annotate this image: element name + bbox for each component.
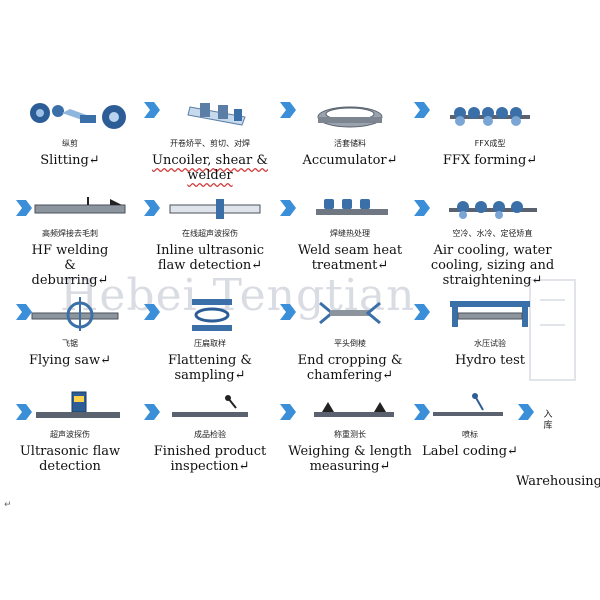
step-en-label: HF welding & deburring↵	[31, 243, 109, 288]
ffx-forming-icon	[450, 107, 530, 126]
step-hf-welding: 高频焊接去毛刺 HF welding & deburring↵	[5, 195, 135, 288]
step-en-label: Flattening & sampling↵	[168, 353, 252, 383]
step-cn-label: 入库	[543, 410, 553, 431]
slitting-machine-icon	[30, 103, 126, 129]
label-coding-icon	[433, 393, 503, 416]
step-cn-label: 喷标	[462, 430, 478, 439]
inline-ultrasonic-icon	[169, 199, 261, 219]
step-cn-label: 压扁取样	[194, 339, 226, 348]
flow-arrow-icon	[16, 304, 32, 320]
step-warehousing-cn: 入库	[538, 410, 558, 432]
step-en-label: End cropping & chamfering↵	[297, 353, 403, 383]
step-en-label: Label coding↵	[422, 444, 518, 459]
step-hydro-test: 水压试验 Hydro test	[425, 295, 555, 368]
step-weld-heat-treatment: 焊缝热处理 Weld seam heat treatment↵	[285, 195, 415, 273]
step-flattening: 压扁取样 Flattening & sampling↵	[145, 295, 275, 383]
flow-arrow-icon	[144, 404, 160, 420]
flattening-icon	[192, 299, 232, 331]
hydro-test-icon	[450, 301, 530, 327]
step-weighing: 称重测长 Weighing & length measuring↵	[285, 390, 415, 474]
step-uncoiler: 开卷矫平、剪切、对焊 Uncoiler, shear & welder	[145, 95, 275, 183]
flow-arrow-icon	[414, 304, 430, 320]
paragraph-end-mark: ↵	[4, 500, 12, 510]
step-ultrasonic: 超声波探伤 Ultrasonic flaw detection	[5, 390, 135, 474]
step-en-label: Flying saw↵	[29, 353, 111, 368]
step-en-label: Weighing & length measuring↵	[288, 444, 412, 474]
uncoiler-welder-icon	[187, 103, 246, 126]
step-cooling-sizing: 空冷、水冷、定径矫直 Air cooling, water cooling, s…	[420, 195, 565, 288]
step-en-label: Finished product inspection↵	[153, 444, 267, 474]
step-label-coding: 喷标 Label coding↵	[420, 390, 520, 459]
step-flying-saw: 飞锯 Flying saw↵	[5, 295, 135, 368]
hf-welding-icon	[34, 197, 126, 214]
step-slitting: 纵剪 Slitting↵	[5, 95, 135, 168]
flow-arrow-icon	[518, 404, 534, 420]
cooling-sizing-icon	[448, 201, 537, 219]
step-en-label: Inline ultrasonic flaw detection↵	[155, 243, 265, 273]
step-en-label: FFX forming↵	[442, 153, 538, 168]
step-en-label: Ultrasonic flaw detection	[19, 444, 121, 474]
flow-arrow-icon	[414, 102, 430, 118]
step-cn-label: 高频焊接去毛刺	[42, 229, 98, 238]
step-end-cropping: 平头倒棱 End cropping & chamfering↵	[285, 295, 415, 383]
flow-arrow-icon	[280, 304, 296, 320]
step-cn-label: 开卷矫平、剪切、对焊	[170, 139, 250, 148]
end-cropping-icon	[319, 301, 381, 325]
step-cn-label: 水压试验	[474, 339, 506, 348]
flow-arrow-icon	[280, 404, 296, 420]
step-cn-label: FFX成型	[474, 139, 506, 148]
flow-arrow-icon	[144, 304, 160, 320]
step-cn-label: 纵剪	[62, 139, 78, 148]
weighing-icon	[314, 402, 394, 417]
step-en-label: Air cooling, water cooling, sizing and s…	[430, 243, 555, 288]
step-cn-label: 成品检验	[194, 430, 226, 439]
step-en-label: Hydro test	[455, 353, 525, 368]
step-inline-ultrasonic: 在线超声波探伤 Inline ultrasonic flaw detection…	[145, 195, 275, 273]
ghost-building-icon	[529, 279, 576, 381]
step-warehousing-label: Warehousing↵	[516, 474, 600, 489]
flow-arrow-icon	[414, 404, 430, 420]
step-en-label: Weld seam heat treatment↵	[297, 243, 403, 273]
ultrasonic-icon	[36, 391, 120, 418]
step-cn-label: 活套储料	[334, 139, 366, 148]
step-cn-label: 称重测长	[334, 430, 366, 439]
step-cn-label: 焊缝热处理	[330, 229, 370, 238]
flow-arrow-icon	[414, 200, 430, 216]
step-cn-label: 飞锯	[62, 339, 78, 348]
flow-arrow-icon	[16, 200, 32, 216]
step-accumulator: 活套储料 Accumulator↵	[285, 95, 415, 168]
step-finished-inspection: 成品检验 Finished product inspection↵	[145, 390, 275, 474]
step-cn-label: 空冷、水冷、定径矫直	[452, 229, 533, 238]
flow-arrow-icon	[144, 102, 160, 118]
finished-inspection-icon	[172, 395, 248, 417]
flow-arrow-icon	[280, 200, 296, 216]
flying-saw-icon	[31, 297, 119, 331]
step-en-label: Accumulator↵	[302, 153, 398, 168]
accumulator-icon	[317, 106, 383, 128]
flow-arrow-icon	[144, 200, 160, 216]
heat-treatment-icon	[316, 199, 388, 215]
step-cn-label: 超声波探伤	[50, 430, 90, 439]
flow-arrow-icon	[16, 404, 32, 420]
step-en-label: Uncoiler, shear & welder	[152, 153, 268, 183]
step-cn-label: 在线超声波探伤	[182, 229, 238, 238]
flow-arrow-icon	[280, 102, 296, 118]
step-ffx-forming: FFX成型 FFX forming↵	[425, 95, 555, 168]
step-en-label: Slitting↵	[40, 153, 100, 168]
step-cn-label: 平头倒棱	[334, 339, 366, 348]
